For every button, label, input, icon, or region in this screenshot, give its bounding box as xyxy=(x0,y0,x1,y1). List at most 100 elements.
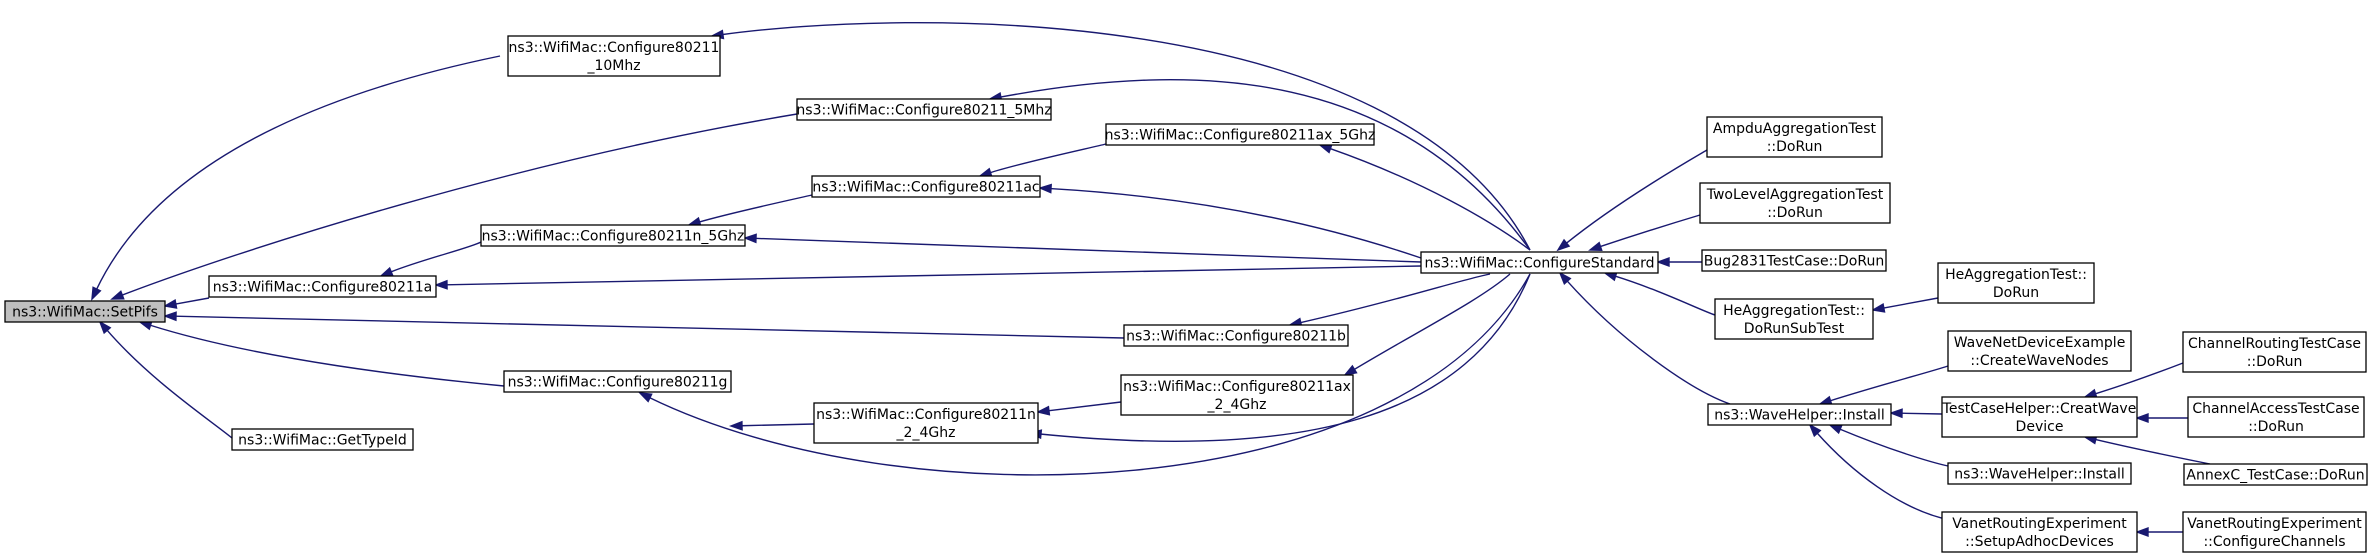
node-label: ::DoRun xyxy=(1767,139,1823,155)
node-label: DoRunSubTest xyxy=(1744,321,1845,337)
node-waveinstall2[interactable]: ns3::WaveHelper::Install xyxy=(1947,462,2132,485)
node-label: HeAggregationTest:: xyxy=(1945,267,2087,283)
call-nodes: ns3::WifiMac::SetPifsns3::WifiMac::Confi… xyxy=(4,35,2368,553)
node-label: ns3::WaveHelper::Install xyxy=(1954,467,2125,483)
edge-vanetadhoc-to-waveinstall xyxy=(1808,423,1951,521)
node-label: _10Mhz xyxy=(586,58,640,74)
edge-heagg-to-heaggsub xyxy=(1870,297,1939,313)
edge-cstd-to-cb xyxy=(1288,273,1491,328)
node-label: ns3::WifiMac::Configure80211n_5Ghz xyxy=(482,229,745,245)
edge-waveinstall-to-cstd xyxy=(1558,271,1731,405)
node-label: ::ConfigureChannels xyxy=(2203,534,2345,550)
edge-cn5-to-ca xyxy=(379,241,482,277)
edge-chaccess-to-tchelper xyxy=(2134,413,2188,423)
node-ca[interactable]: ns3::WifiMac::Configure80211a xyxy=(208,275,437,298)
node-cstd[interactable]: ns3::WifiMac::ConfigureStandard xyxy=(1420,251,1659,274)
node-label: ::DoRun xyxy=(1767,205,1823,221)
node-label: VanetRoutingExperiment xyxy=(1952,516,2127,532)
node-heaggsub[interactable]: HeAggregationTest::DoRunSubTest xyxy=(1714,298,1874,340)
edge-tchelper-to-waveinstall xyxy=(1888,408,1943,419)
edge-wavenet-to-waveinstall xyxy=(1818,365,1949,406)
node-label: TestCaseHelper::CreatWave xyxy=(1942,401,2137,417)
node-setpifs[interactable]: ns3::WifiMac::SetPifs xyxy=(4,300,166,323)
edge-twolevel-to-cstd xyxy=(1588,214,1701,252)
edge-cac-to-cn5 xyxy=(687,194,813,227)
node-gettypeid[interactable]: ns3::WifiMac::GetTypeId xyxy=(231,428,414,451)
edge-cstd-to-ca xyxy=(433,265,1422,290)
edge-cstd-to-cac xyxy=(1037,183,1422,259)
edge-cax5-to-cac xyxy=(978,143,1107,178)
edge-cax24-to-cn24 xyxy=(1035,401,1122,416)
node-label: WaveNetDeviceExample xyxy=(1954,335,2126,351)
edge-annexc-to-tchelper xyxy=(2083,434,2211,465)
node-label: ns3::WifiMac::Configure80211 xyxy=(509,40,720,56)
edge-cstd-to-cn24 xyxy=(1027,273,1531,443)
edge-c10mhz-to-setpifs xyxy=(91,55,501,301)
node-label: HeAggregationTest:: xyxy=(1723,303,1865,319)
node-label: ns3::WifiMac::Configure80211ax_5Ghz xyxy=(1105,128,1376,144)
node-label: _2_4Ghz xyxy=(896,425,956,441)
edge-bug2831-to-cstd xyxy=(1655,257,1702,267)
edge-heaggsub-to-cstd xyxy=(1603,271,1716,316)
node-chrouting[interactable]: ChannelRoutingTestCase::DoRun xyxy=(2182,331,2367,373)
node-label: VanetRoutingExperiment xyxy=(2187,516,2362,532)
edge-cg-to-setpifs xyxy=(138,320,505,387)
node-label: DoRun xyxy=(1993,285,2039,301)
node-cn24[interactable]: ns3::WifiMac::Configure80211n_2_4Ghz xyxy=(813,402,1039,444)
node-label: ns3::WaveHelper::Install xyxy=(1714,408,1885,424)
node-label: ns3::WifiMac::Configure80211ax xyxy=(1123,379,1351,395)
node-label: ::DoRun xyxy=(2247,354,2303,370)
node-label: ChannelAccessTestCase xyxy=(2192,401,2359,417)
node-ampdu[interactable]: AmpduAggregationTest::DoRun xyxy=(1706,116,1883,158)
node-cax5[interactable]: ns3::WifiMac::Configure80211ax_5Ghz xyxy=(1105,123,1376,146)
node-label: ChannelRoutingTestCase xyxy=(2188,336,2361,352)
node-label: Device xyxy=(2016,419,2064,435)
node-annexc[interactable]: AnnexC_TestCase::DoRun xyxy=(2183,463,2368,486)
node-label: ::CreateWaveNodes xyxy=(1970,353,2108,369)
node-wavenet[interactable]: WaveNetDeviceExample::CreateWaveNodes xyxy=(1947,330,2132,372)
node-cax24[interactable]: ns3::WifiMac::Configure80211ax_2_4Ghz xyxy=(1120,374,1354,416)
node-chaccess[interactable]: ChannelAccessTestCase::DoRun xyxy=(2187,396,2365,438)
node-label: ns3::WifiMac::Configure80211a xyxy=(213,280,433,296)
edge-cstd-to-c5mhz xyxy=(987,79,1531,251)
node-bug2831[interactable]: Bug2831TestCase::DoRun xyxy=(1701,249,1887,272)
edge-cstd-to-cax24 xyxy=(1343,273,1511,377)
node-label: ns3::WifiMac::ConfigureStandard xyxy=(1424,256,1654,272)
node-label: ::DoRun xyxy=(2248,419,2304,435)
node-label: ns3::WifiMac::SetPifs xyxy=(12,305,158,321)
node-vanetchan[interactable]: VanetRoutingExperiment::ConfigureChannel… xyxy=(2182,511,2367,553)
node-label: ns3::WifiMac::Configure80211b xyxy=(1126,329,1346,345)
edge-cstd-to-cax5 xyxy=(1318,144,1531,251)
node-label: ns3::WifiMac::Configure80211ac xyxy=(812,180,1039,196)
node-vanetadhoc[interactable]: VanetRoutingExperiment::SetupAdhocDevice… xyxy=(1941,511,2138,553)
edge-cb-to-setpifs xyxy=(162,311,1125,339)
node-label: AnnexC_TestCase::DoRun xyxy=(2186,468,2364,484)
node-heagg[interactable]: HeAggregationTest::DoRun xyxy=(1937,262,2095,304)
edge-vanetchan-to-vanetadhoc xyxy=(2134,527,2183,537)
node-waveinstall[interactable]: ns3::WaveHelper::Install xyxy=(1707,403,1892,426)
node-c5mhz[interactable]: ns3::WifiMac::Configure80211_5Mhz xyxy=(796,98,1052,121)
edge-cn24-to-cg xyxy=(728,420,815,431)
node-label: Bug2831TestCase::DoRun xyxy=(1704,254,1884,270)
node-label: ns3::WifiMac::Configure80211n xyxy=(816,407,1036,423)
node-twolevel[interactable]: TwoLevelAggregationTest::DoRun xyxy=(1699,182,1891,224)
call-edges xyxy=(91,22,2211,537)
node-c10mhz[interactable]: ns3::WifiMac::Configure80211_10Mhz xyxy=(507,35,721,77)
edge-ca-to-setpifs xyxy=(162,297,210,309)
node-label: ns3::WifiMac::GetTypeId xyxy=(238,433,407,449)
node-label: ns3::WifiMac::Configure80211g xyxy=(508,375,728,391)
edge-ampdu-to-cstd xyxy=(1556,149,1708,252)
node-cn5[interactable]: ns3::WifiMac::Configure80211n_5Ghz xyxy=(480,224,746,247)
edge-c5mhz-to-setpifs xyxy=(110,113,798,300)
node-label: _2_4Ghz xyxy=(1207,397,1267,413)
edge-cstd-to-cg xyxy=(638,273,1531,476)
node-cb[interactable]: ns3::WifiMac::Configure80211b xyxy=(1123,324,1349,347)
node-cg[interactable]: ns3::WifiMac::Configure80211g xyxy=(503,370,732,393)
node-cac[interactable]: ns3::WifiMac::Configure80211ac xyxy=(811,175,1041,198)
edge-waveinstall2-to-waveinstall xyxy=(1828,424,1949,467)
node-label: ns3::WifiMac::Configure80211_5Mhz xyxy=(796,103,1051,119)
node-label: AmpduAggregationTest xyxy=(1713,121,1877,137)
node-label: ::SetupAdhocDevices xyxy=(1965,534,2114,550)
